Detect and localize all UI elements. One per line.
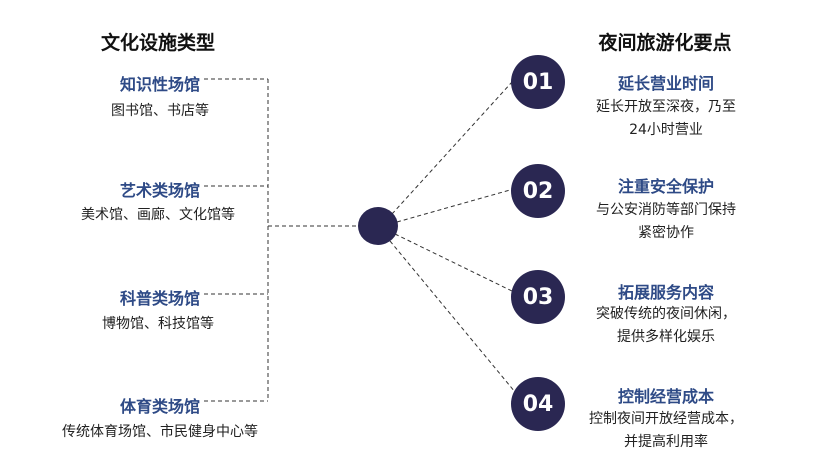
point-title: 注重安全保护 <box>617 177 715 196</box>
venue-desc-science: 博物馆、科技馆等 <box>102 316 214 332</box>
point-desc-line: 提供多样化娱乐 <box>617 329 715 345</box>
right-column-title: 夜间旅游化要点 <box>598 32 732 54</box>
point-number-badge: 03 <box>511 270 565 324</box>
point-title: 拓展服务内容 <box>617 283 715 302</box>
venue-desc-knowledge: 图书馆、书店等 <box>111 103 209 119</box>
point-description: 延长开放至深夜，乃至 24小时营业 <box>596 96 736 142</box>
hub-node <box>358 207 398 245</box>
point-description: 控制夜间开放经营成本， 并提高利用率 <box>589 408 743 454</box>
point-title: 控制经营成本 <box>617 387 715 406</box>
point-desc-line: 延长开放至深夜，乃至 <box>596 99 736 115</box>
connector-point-2 <box>396 189 511 223</box>
point-description: 与公安消防等部门保持 紧密协作 <box>596 199 736 245</box>
point-number-badge: 02 <box>511 164 565 218</box>
connector-point-4 <box>389 240 521 399</box>
point-desc-line: 突破传统的夜间休闲， <box>596 306 736 322</box>
venue-title-knowledge: 知识性场馆 <box>119 75 201 94</box>
venue-desc-sports: 传统体育场馆、市民健身中心等 <box>62 424 258 440</box>
connector-point-3 <box>394 233 515 293</box>
point-description: 突破传统的夜间休闲， 提供多样化娱乐 <box>596 303 736 349</box>
venue-title-science: 科普类场馆 <box>119 289 201 308</box>
left-column-title: 文化设施类型 <box>100 32 216 54</box>
point-desc-line: 控制夜间开放经营成本， <box>589 411 743 427</box>
point-number-badge: 04 <box>511 377 565 431</box>
venue-title-sports: 体育类场馆 <box>119 397 201 416</box>
point-desc-line: 并提高利用率 <box>624 434 708 450</box>
point-desc-line: 与公安消防等部门保持 <box>596 202 736 218</box>
point-number-badge: 01 <box>511 55 565 109</box>
point-desc-line: 24小时营业 <box>629 122 703 138</box>
venue-desc-art: 美术馆、画廊、文化馆等 <box>81 207 235 223</box>
connector-point-1 <box>391 81 513 215</box>
venue-title-art: 艺术类场馆 <box>119 181 201 200</box>
point-title: 延长营业时间 <box>617 74 715 93</box>
point-desc-line: 紧密协作 <box>638 225 694 241</box>
